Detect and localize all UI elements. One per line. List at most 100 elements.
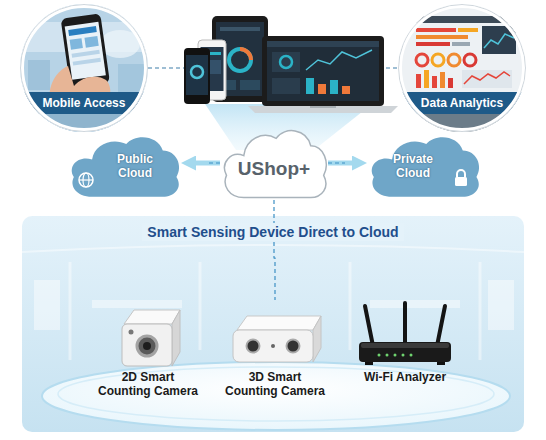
rect-part xyxy=(452,42,470,46)
rect-part xyxy=(416,35,468,39)
circle-part xyxy=(22,6,146,130)
path-part xyxy=(172,310,180,366)
circle-part xyxy=(287,340,300,353)
path-part xyxy=(240,49,251,60)
access-circle: Mobile Access xyxy=(20,4,148,132)
rect-part xyxy=(262,36,384,106)
rect-part xyxy=(84,36,98,48)
circle-part xyxy=(79,173,93,187)
rect-part xyxy=(186,55,208,95)
rect-part xyxy=(20,4,148,132)
node-label: 3D Smart Counting Camera xyxy=(215,370,335,398)
line-part xyxy=(79,179,93,180)
circle-part xyxy=(464,54,476,66)
circle-part xyxy=(400,6,524,130)
node-label: Mobile Access xyxy=(20,92,148,114)
line-part xyxy=(479,262,482,360)
circle-part xyxy=(416,54,428,66)
polyline-part xyxy=(464,72,510,84)
device-node: 2D Smart Counting Camera xyxy=(88,300,208,398)
rect-part xyxy=(342,86,350,94)
path-part xyxy=(237,316,321,330)
circle-part xyxy=(280,56,292,68)
rect-part xyxy=(458,28,478,32)
rect-part xyxy=(416,28,456,32)
node-label: Data Analytics xyxy=(398,92,526,114)
polyline-part xyxy=(484,34,514,48)
circle-part xyxy=(229,49,251,71)
connector xyxy=(328,162,345,163)
rect-part xyxy=(462,70,512,88)
rect-part xyxy=(220,27,260,31)
circle-part xyxy=(399,5,526,132)
rect-part xyxy=(267,41,379,101)
rect-part xyxy=(455,177,467,186)
circle-part xyxy=(386,354,389,357)
rect-part xyxy=(34,280,60,330)
hub-cloud: UShop+ xyxy=(220,126,328,200)
rect-part xyxy=(267,41,379,47)
path-part xyxy=(124,310,180,324)
path-part xyxy=(457,170,465,177)
laptop xyxy=(248,36,398,113)
device-platform xyxy=(42,362,510,430)
circle-part xyxy=(21,5,148,132)
rect-part xyxy=(72,50,100,58)
rect-part xyxy=(184,48,210,104)
mobile-photo xyxy=(20,4,148,132)
node-label: Wi-Fi Analyzer xyxy=(345,370,465,384)
rect-part xyxy=(365,362,373,365)
rect-part xyxy=(416,42,450,46)
cloud-path xyxy=(372,137,479,197)
globe-icon xyxy=(77,171,95,189)
rect-part xyxy=(240,80,260,90)
line-part xyxy=(437,306,445,346)
circle-part xyxy=(448,54,460,66)
polyline-part xyxy=(306,50,372,70)
connector xyxy=(274,200,275,300)
rect-part xyxy=(310,106,336,108)
rect-part xyxy=(330,80,338,94)
circle-part xyxy=(410,354,413,357)
connector xyxy=(208,162,220,163)
cloud-path xyxy=(72,137,179,197)
analytics-circle: Data Analytics xyxy=(398,4,526,132)
node-label: 2D Smart Counting Camera xyxy=(88,370,208,398)
rect-part xyxy=(306,78,314,94)
line-part xyxy=(349,262,352,350)
rect-part xyxy=(432,76,437,88)
node-label: UShop+ xyxy=(238,158,310,180)
router-icon xyxy=(345,300,465,370)
line-part xyxy=(199,262,202,350)
camera-3d-icon xyxy=(215,300,335,370)
rect-part xyxy=(440,72,445,88)
rect-part xyxy=(233,330,313,362)
rect-part xyxy=(28,60,50,90)
circle-part xyxy=(394,354,397,357)
circle-part xyxy=(247,340,260,353)
rect-part xyxy=(359,342,451,362)
node-label: Public Cloud xyxy=(104,152,166,180)
lock-icon xyxy=(453,169,469,187)
rect-part xyxy=(65,22,106,80)
circle-part xyxy=(378,354,381,357)
rect-part xyxy=(424,70,429,88)
analytics-photo xyxy=(398,4,526,132)
rect-part xyxy=(437,362,445,365)
rect-part xyxy=(272,78,300,94)
node-label: Private Cloud xyxy=(382,152,444,180)
rect-part xyxy=(318,84,326,94)
circle-part xyxy=(143,342,151,350)
path-part xyxy=(313,316,321,362)
rect-part xyxy=(398,16,526,23)
rect-part xyxy=(416,74,421,88)
line-part xyxy=(403,303,407,344)
circle-part xyxy=(137,336,157,356)
rect-part xyxy=(361,343,449,348)
black-phone xyxy=(184,48,210,104)
sensing-panel-ground xyxy=(22,216,524,432)
device-panel: Smart Sensing Device Direct to Cloud 2D … xyxy=(22,216,524,432)
connector xyxy=(196,161,220,166)
rect-part xyxy=(448,78,453,88)
